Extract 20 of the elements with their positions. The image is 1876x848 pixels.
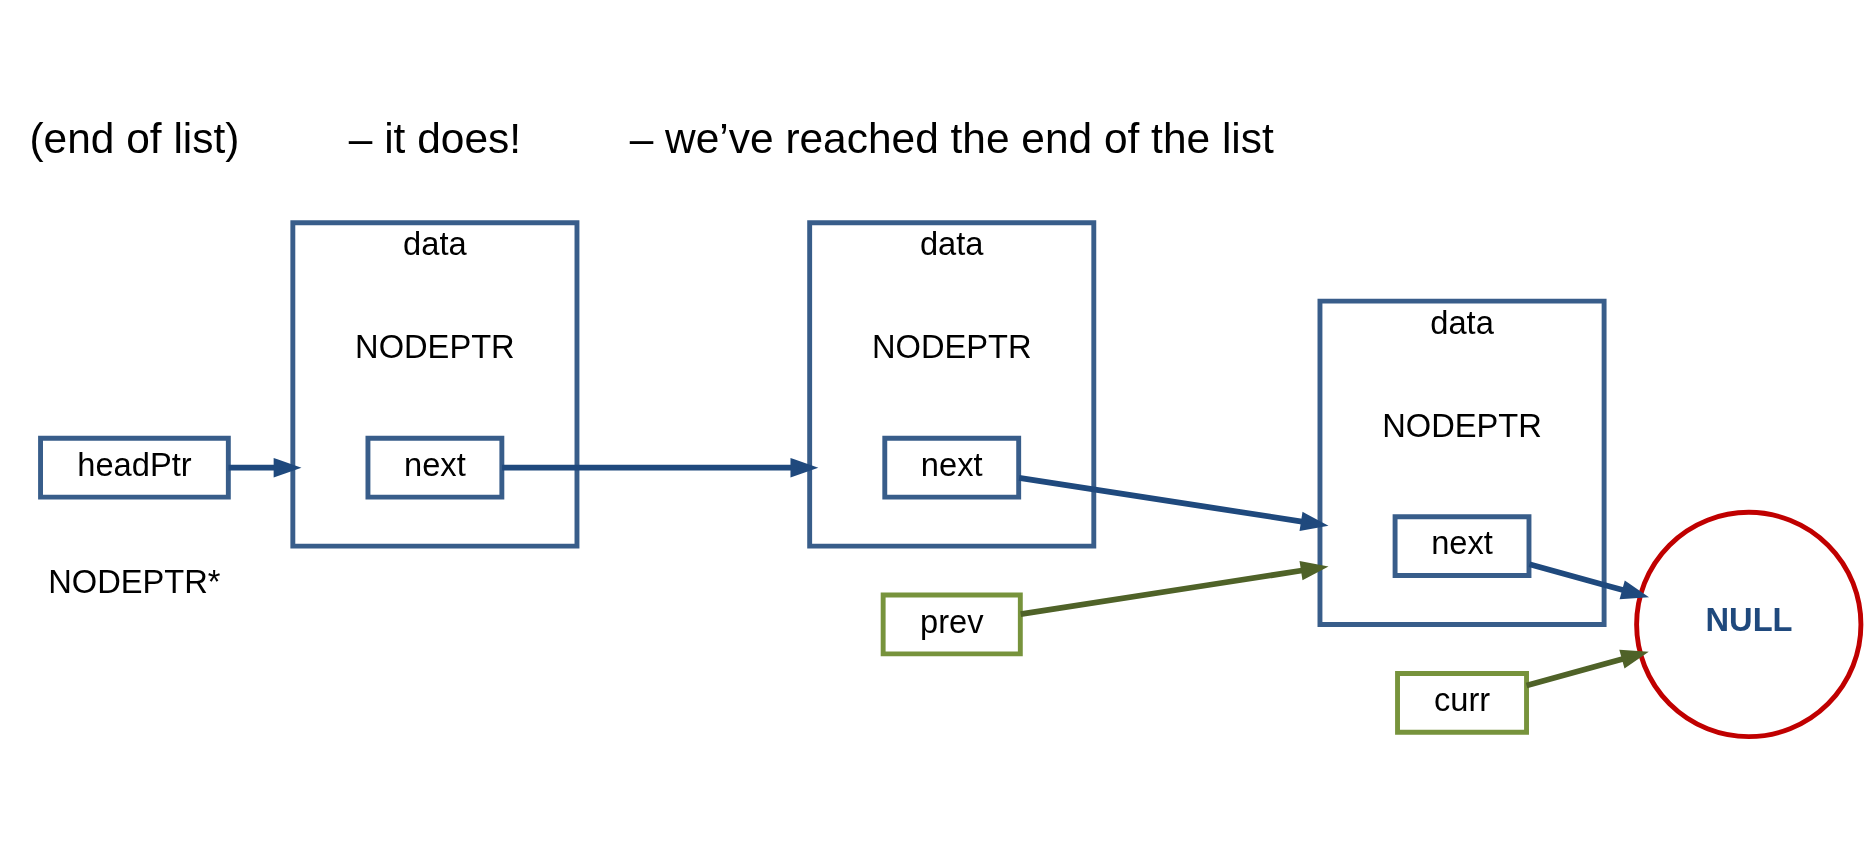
arrow [502, 457, 819, 477]
node-box: prev [880, 592, 1023, 656]
arrow [228, 457, 302, 477]
node-box: curr [1395, 670, 1529, 735]
node-box: next [365, 435, 505, 500]
node-box: headPtr [38, 435, 231, 500]
label: (end of list) [29, 114, 240, 162]
node-label: NODEPTR* [48, 562, 221, 600]
label: – we’ve reached the end of the list [629, 114, 1274, 162]
node-box: next [882, 435, 1022, 500]
node-label: NODEPTR [871, 327, 1032, 365]
arrow [1018, 474, 1329, 531]
node-label: NODEPTR [1382, 406, 1542, 444]
arrow [1525, 649, 1649, 688]
label: – it does! [348, 114, 522, 162]
arrow [1020, 560, 1329, 617]
node-box: next [1392, 513, 1532, 578]
arrow [1528, 561, 1650, 599]
node-label: NODEPTR [355, 327, 515, 365]
node-circle: NULL [1634, 509, 1864, 739]
